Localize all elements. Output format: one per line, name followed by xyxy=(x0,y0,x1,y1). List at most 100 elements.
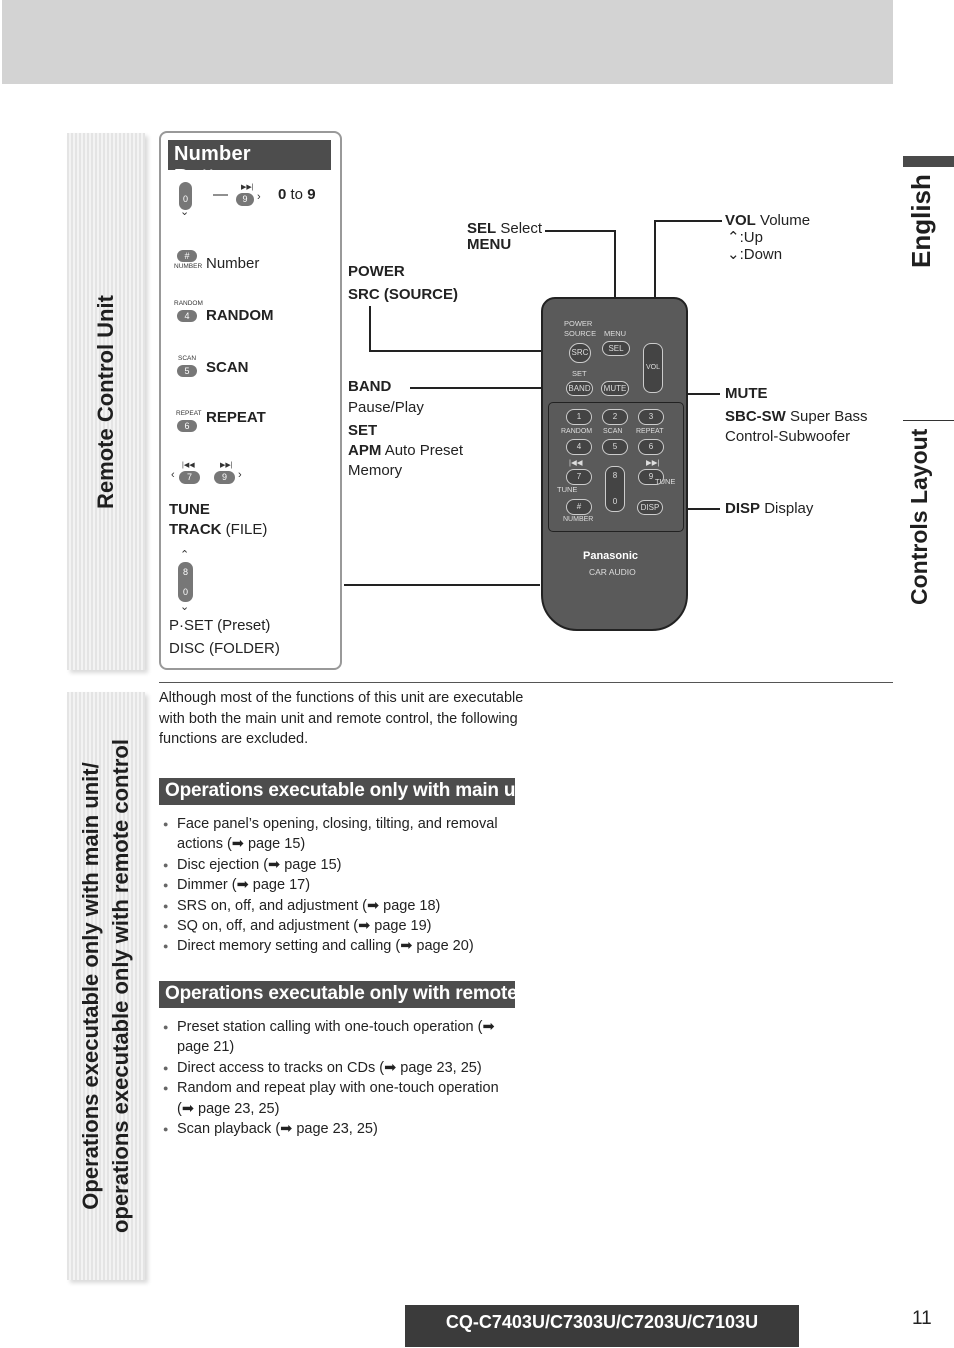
key-9-icon: 9 xyxy=(214,471,235,484)
key-5-icon: 5 xyxy=(177,365,197,377)
leader-line-vol xyxy=(654,220,656,342)
key-9-icon: 9 xyxy=(236,193,254,206)
number-label: Number xyxy=(206,255,260,272)
remote-vol-button[interactable]: VOL xyxy=(643,343,663,393)
repeat-label: REPEAT xyxy=(206,409,266,426)
file-label: (FILE) xyxy=(225,521,268,538)
chevron-up-icon: ⌃ xyxy=(727,229,740,246)
leader-line-band xyxy=(410,387,570,389)
list-item: Disc ejection (➡ page 15) xyxy=(163,855,543,876)
number-tiny-label: NUMBER xyxy=(174,263,203,270)
callout-sbc-desc2: Control-Subwoofer xyxy=(725,428,851,445)
range-end: 9 xyxy=(307,186,316,203)
leader-line-vol xyxy=(654,220,722,222)
right-tab-divider xyxy=(903,420,954,421)
remote-key-4[interactable]: 4 xyxy=(566,439,592,455)
key-0-icon: 0 xyxy=(179,182,192,210)
prev-track-icon: |◀◀ xyxy=(182,462,195,469)
callout-apm: APM xyxy=(348,442,382,459)
remote-key-3[interactable]: 3 xyxy=(638,409,664,425)
callout-vol: VOL xyxy=(725,212,756,229)
remote-scan-label: SCAN xyxy=(603,428,623,435)
main-unit-list: Face panel’s opening, closing, tilting, … xyxy=(163,814,543,957)
right-tab-marker xyxy=(903,156,954,167)
chevron-right-icon: › xyxy=(238,469,242,481)
remote-disp-button[interactable]: DISP xyxy=(637,500,663,515)
remote-key-1[interactable]: 1 xyxy=(566,409,592,425)
key-6-icon: 6 xyxy=(177,420,197,432)
remote-keypad-frame xyxy=(548,402,684,532)
callout-power: POWER xyxy=(348,263,405,280)
chevron-down-icon: ⌄ xyxy=(180,206,190,218)
remote-key-0-label: 0 xyxy=(612,497,618,506)
remote-key-8-label: 8 xyxy=(612,471,618,480)
scan-label: SCAN xyxy=(206,359,249,376)
remote-key-6[interactable]: 6 xyxy=(638,439,664,455)
random-tiny-label: RANDOM xyxy=(174,300,203,307)
leader-line-sel xyxy=(545,230,615,232)
remote-source-label: SOURCE xyxy=(564,329,597,338)
side-tab-title: Operations executable only with main uni… xyxy=(76,739,136,1233)
leader-line-src xyxy=(369,306,371,351)
language-tab-english: English xyxy=(906,174,936,268)
list-item: Preset station calling with one-touch op… xyxy=(163,1017,503,1058)
remote-only-heading: Operations executable only with remote c… xyxy=(159,981,586,1008)
remote-menu-label: MENU xyxy=(604,329,627,338)
remote-power-label: POWER xyxy=(564,319,593,328)
top-header-bar xyxy=(2,0,893,84)
callout-menu: MENU xyxy=(467,236,512,253)
callout-sbc: SBC-SW xyxy=(725,408,786,425)
next-track-icon: ▶▶| xyxy=(220,462,233,469)
remote-key-5[interactable]: 5 xyxy=(602,439,628,455)
list-item: Direct access to tracks on CDs (➡ page 2… xyxy=(163,1058,503,1079)
remote-only-list: Preset station calling with one-touch op… xyxy=(163,1017,503,1140)
side-tab-remote-control-unit: Remote Control Unit xyxy=(67,133,145,670)
section-tab-controls-layout: Controls Layout xyxy=(906,428,932,605)
remote-number-label: NUMBER xyxy=(563,516,594,523)
callout-pause-play: Pause/Play xyxy=(348,399,424,416)
remote-key-9[interactable]: 9 xyxy=(638,469,664,485)
list-item: SQ on, off, and adjustment (➡ page 19) xyxy=(163,916,543,937)
callout-src: SRC (SOURCE) xyxy=(348,286,459,303)
remote-brand-logo: Panasonic xyxy=(583,550,639,562)
intro-paragraph: Although most of the functions of this u… xyxy=(159,690,524,747)
side-tab-operations: Operations executable only with main uni… xyxy=(67,692,145,1280)
remote-tune-label: TUNE xyxy=(557,485,578,494)
callout-sbc-desc: Super Bass xyxy=(790,408,868,425)
model-number-banner: CQ-C7403U/C7303U/C7203U/C7103U xyxy=(405,1305,799,1347)
callout-sel: SEL xyxy=(467,220,497,237)
remote-key-2[interactable]: 2 xyxy=(602,409,628,425)
remote-mute-button[interactable]: MUTE xyxy=(601,381,629,396)
list-item: Dimmer (➡ page 17) xyxy=(163,875,543,896)
key-0-label: 0 xyxy=(182,587,188,597)
remote-key-7[interactable]: 7 xyxy=(566,469,592,485)
remote-car-audio-label: CAR AUDIO xyxy=(589,567,636,577)
remote-band-button[interactable]: BAND xyxy=(566,381,593,396)
side-tab-line1: Operations executable only with main uni… xyxy=(78,762,103,1210)
list-item: Face panel’s opening, closing, tilting, … xyxy=(163,814,543,855)
remote-hash-button[interactable]: # xyxy=(566,499,592,515)
leader-line-number-panel xyxy=(344,584,540,586)
remote-src-button[interactable]: SRC xyxy=(569,343,591,363)
remote-random-label: RANDOM xyxy=(561,428,593,435)
callout-memory: Memory xyxy=(348,462,403,479)
chevron-down-icon: ⌄ xyxy=(180,601,190,613)
repeat-tiny-label: REPEAT xyxy=(176,410,202,417)
key-4-icon: 4 xyxy=(177,310,197,322)
chevron-right-icon: › xyxy=(257,191,261,203)
list-item: Direct memory setting and calling (➡ pag… xyxy=(163,936,543,957)
callout-up: :Up xyxy=(739,229,763,246)
list-item: Scan playback (➡ page 23, 25) xyxy=(163,1119,503,1140)
prev-track-icon: |◀◀ xyxy=(569,458,583,467)
callout-disp: DISP xyxy=(725,500,761,517)
remote-tune-label-right: TUNE xyxy=(655,477,676,486)
scan-tiny-label: SCAN xyxy=(178,355,197,362)
range-start: 0 xyxy=(278,186,287,203)
dash-separator: — xyxy=(213,186,228,203)
callout-volume: Volume xyxy=(760,212,811,229)
next-track-icon: ▶▶| xyxy=(646,458,660,467)
range-to: to xyxy=(290,186,304,203)
remote-sel-button[interactable]: SEL xyxy=(602,341,630,356)
track-label: TRACK xyxy=(169,521,222,538)
